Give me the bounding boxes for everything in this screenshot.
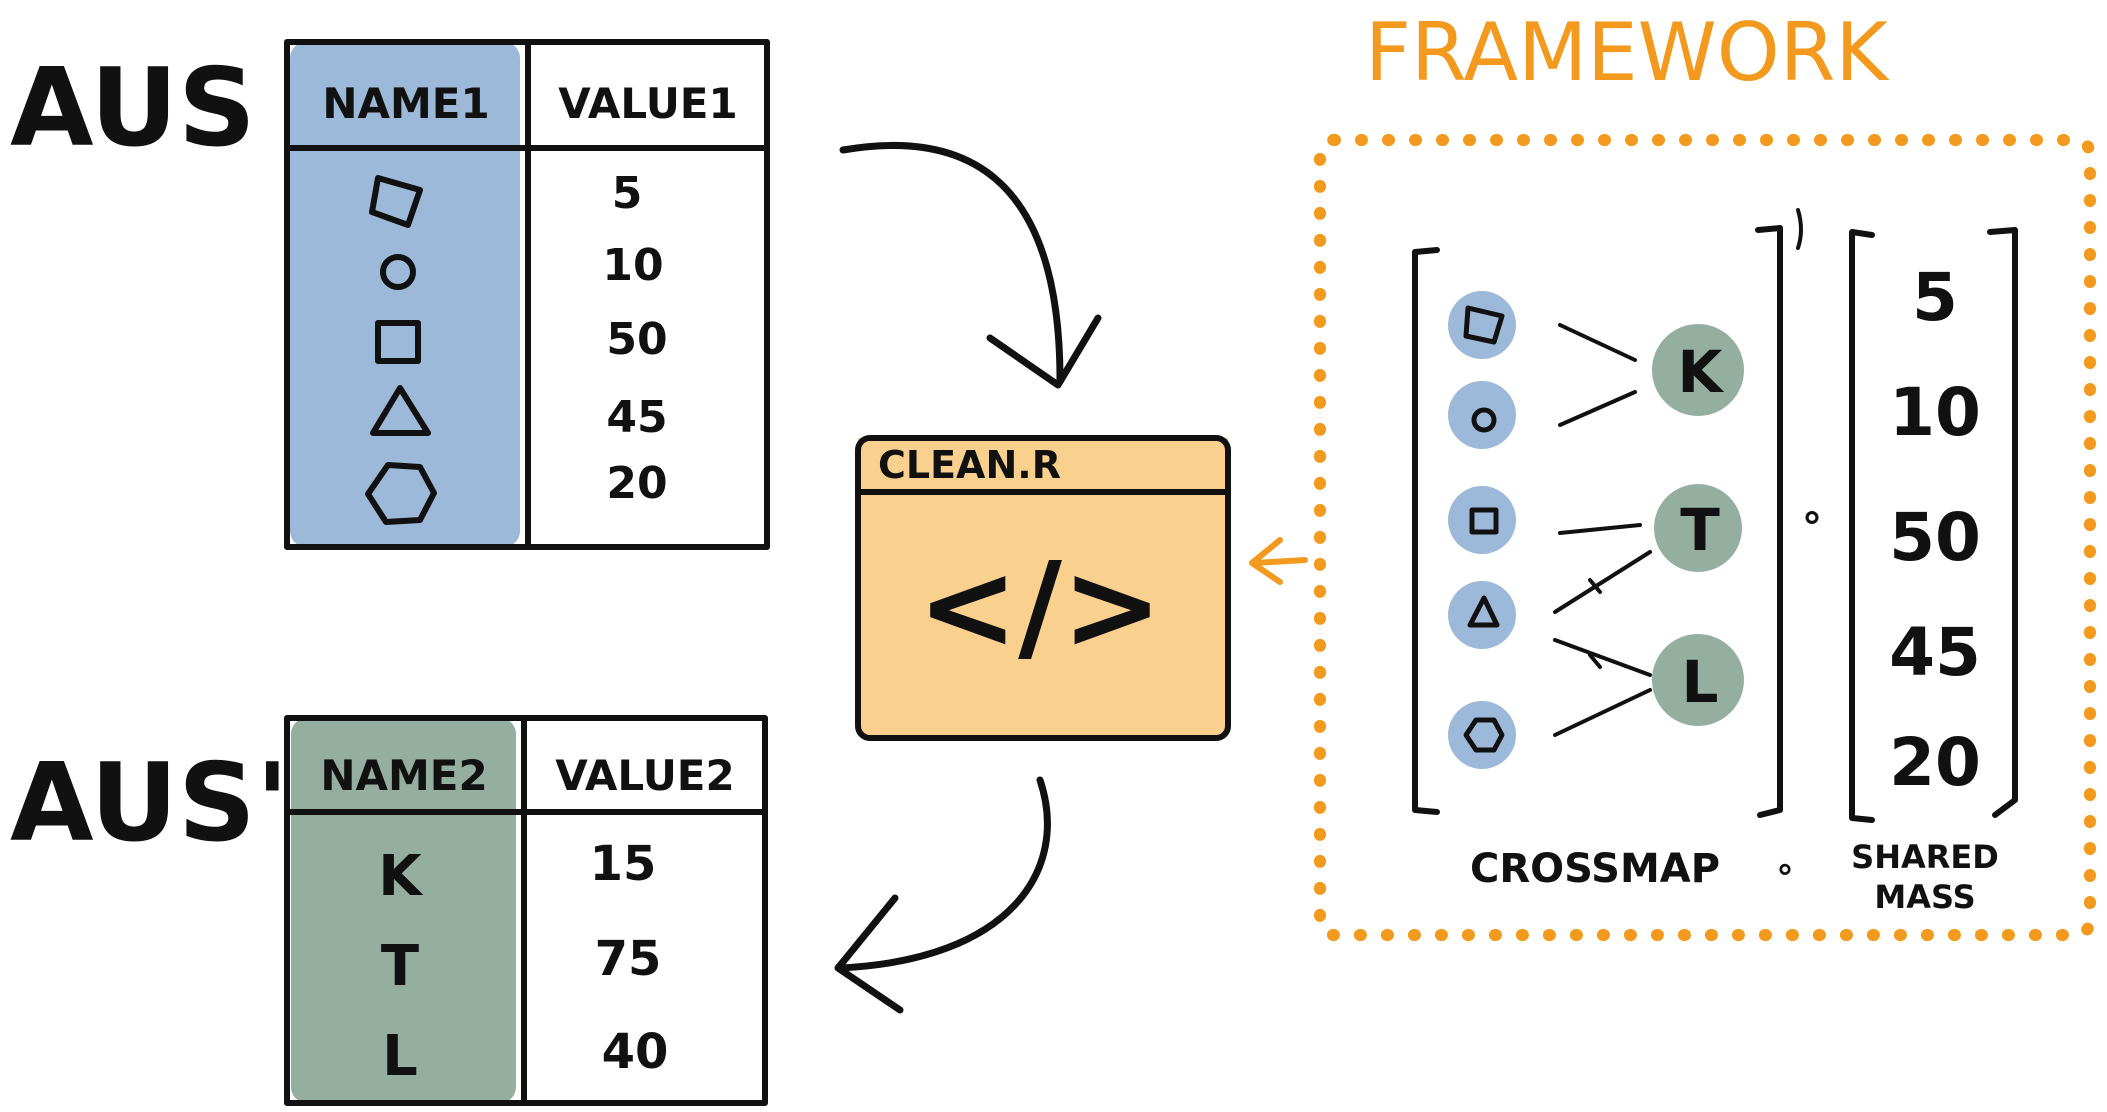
link-triangle-t <box>1553 550 1652 614</box>
table-aus-prime-value-2: 75 <box>595 931 662 987</box>
circle-icon <box>1471 407 1497 433</box>
square-icon <box>375 320 421 364</box>
triangle-icon <box>370 385 431 436</box>
arrow-script-to-aus-prime <box>836 776 1051 972</box>
table-aus-prime: NAME2 VALUE2 K T L 15 75 40 <box>284 715 768 1106</box>
target-node-k <box>1652 324 1744 416</box>
arrow-framework-to-script <box>1252 557 1308 566</box>
mass-left-bracket <box>1849 229 1875 823</box>
circle-icon <box>380 254 416 290</box>
crossmap-targets: K T L <box>1652 324 1744 726</box>
shared-mass-caption-line2: MASS <box>1874 878 1975 916</box>
framework-box <box>1314 134 2096 941</box>
mass-value-5: 20 <box>1889 724 1981 801</box>
table-aus-value-5: 20 <box>606 458 667 509</box>
script-window-border <box>855 435 1231 741</box>
source-node-hexagon <box>1448 701 1516 769</box>
operator-symbol: ∘ <box>1799 494 1824 540</box>
code-icon: </> <box>918 538 1163 677</box>
aus-label: AUS <box>10 46 256 171</box>
crossmap-transpose-mark <box>1796 208 1803 250</box>
triangle-icon <box>1467 595 1500 628</box>
table-aus-prime-symbol-2: T <box>381 934 419 999</box>
arrow-aus-to-script <box>839 141 1064 384</box>
link-triangle-l <box>1553 638 1652 677</box>
table-aus-header-value: VALUE1 <box>558 79 737 128</box>
crossmap-caption: CROSSMAP <box>1470 846 1720 892</box>
operator-caption: ∘ <box>1774 849 1795 889</box>
link-square-t <box>1558 523 1642 535</box>
arrow-aus-to-script-head <box>986 314 1102 389</box>
crossmap-links <box>1553 323 1652 737</box>
framework-title: FRAMEWORK <box>1365 6 1890 99</box>
table-aus-prime-value-3: 40 <box>602 1024 669 1080</box>
diamond-icon <box>1463 305 1505 345</box>
source-node-diamond <box>1448 291 1516 359</box>
script-window: CLEAN.R </> <box>855 435 1231 741</box>
square-icon <box>1469 507 1499 535</box>
mass-right-bracket <box>1987 227 2018 818</box>
link-hexagon-l <box>1553 688 1652 737</box>
link-tick-1 <box>1588 578 1602 594</box>
table-aus: NAME1 VALUE1 5 10 50 45 20 <box>284 39 770 550</box>
hexagon-icon <box>365 462 437 525</box>
crossmap-right-bracket <box>1755 225 1783 818</box>
script-window-fill <box>858 438 1228 738</box>
table-aus-prime-header-value: VALUE2 <box>555 751 734 800</box>
table-aus-prime-value-1: 15 <box>590 836 657 892</box>
mass-value-1: 5 <box>1912 259 1958 336</box>
target-node-t <box>1654 484 1742 572</box>
link-circle-k <box>1558 390 1637 427</box>
source-node-circle <box>1448 381 1516 449</box>
mass-value-3: 50 <box>1889 499 1981 576</box>
source-node-square <box>1448 486 1516 554</box>
crossmap-sources <box>1448 291 1516 769</box>
table-aus-value-2: 10 <box>602 240 663 291</box>
script-filename: CLEAN.R <box>878 443 1061 487</box>
crossmap-left-bracket <box>1412 247 1440 815</box>
table-aus-header-name: NAME1 <box>322 79 489 128</box>
aus-prime-label: AUS' <box>10 741 289 866</box>
arrow-script-to-aus-prime-head <box>834 894 904 1014</box>
diamond-icon <box>369 175 423 228</box>
table-aus-prime-header-name: NAME2 <box>320 751 487 800</box>
mass-value-4: 45 <box>1889 614 1981 691</box>
shared-mass-caption-line1: SHARED <box>1851 838 1999 876</box>
table-aus-value-4: 45 <box>606 392 667 443</box>
table-aus-prime-symbol-3: L <box>382 1024 418 1089</box>
source-node-triangle <box>1448 581 1516 649</box>
link-diamond-k <box>1558 323 1637 362</box>
table-aus-prime-symbol-1: K <box>378 844 424 909</box>
target-node-l <box>1652 634 1744 726</box>
target-t-label: T <box>1680 496 1720 564</box>
name1-column-fill <box>290 42 520 547</box>
hexagon-icon <box>1463 717 1505 753</box>
target-l-label: L <box>1682 648 1719 716</box>
mass-value-2: 10 <box>1889 374 1981 451</box>
target-k-label: K <box>1678 338 1725 406</box>
table-aus-value-3: 50 <box>606 314 667 365</box>
link-tick-2 <box>1588 653 1602 669</box>
table-aus-value-1: 5 <box>612 168 643 219</box>
arrow-framework-to-script-head <box>1249 537 1283 585</box>
